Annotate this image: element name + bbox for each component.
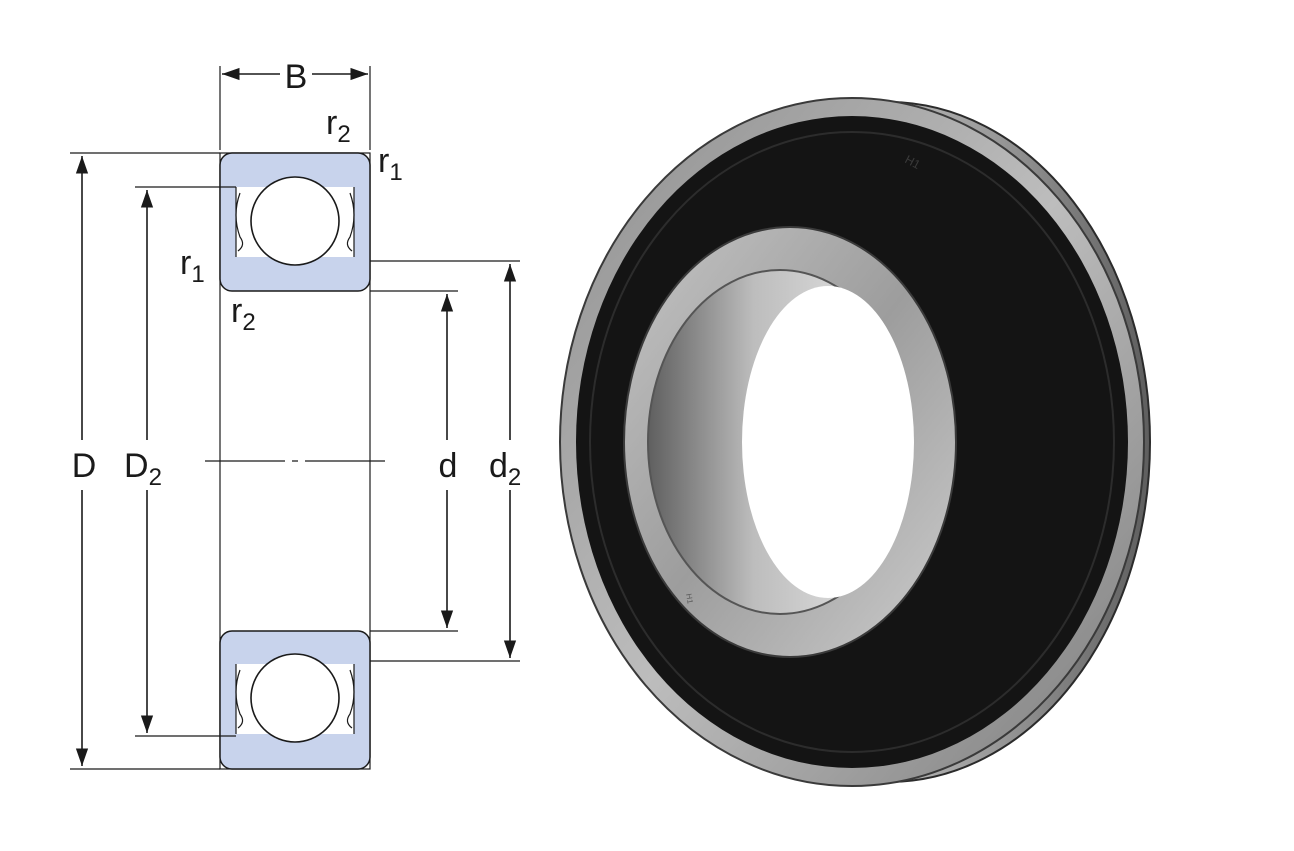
- label-b: B: [285, 58, 308, 96]
- bottom-ball: [250, 653, 340, 743]
- label-r1-top: r1: [378, 142, 403, 186]
- top-ring-section: [219, 152, 371, 292]
- label-r1-left: r1: [180, 244, 205, 288]
- outer-ring-side: [625, 101, 1151, 783]
- marking-outer: H1: [903, 152, 923, 172]
- rubber-seal: [576, 116, 1128, 768]
- bore-opening: [742, 286, 914, 598]
- bore-shadow: [647, 269, 913, 615]
- top-ball: [250, 176, 340, 266]
- label-d2-inner: d2: [489, 447, 521, 491]
- label-d2-outer: D2: [124, 447, 162, 491]
- bottom-ring-section: [219, 630, 371, 770]
- label-r2-top: r2: [326, 104, 351, 148]
- label-d-outer: D: [72, 447, 97, 485]
- label-r2-bottom: r2: [231, 292, 256, 336]
- inner-ring-face: [623, 226, 957, 658]
- outer-ring-face: [559, 97, 1145, 787]
- marking-inner: H1: [684, 593, 695, 605]
- label-bore: d: [439, 447, 458, 485]
- cross-section-drawing: B D D2 d d2 r2 r1 r1 r2: [70, 58, 521, 770]
